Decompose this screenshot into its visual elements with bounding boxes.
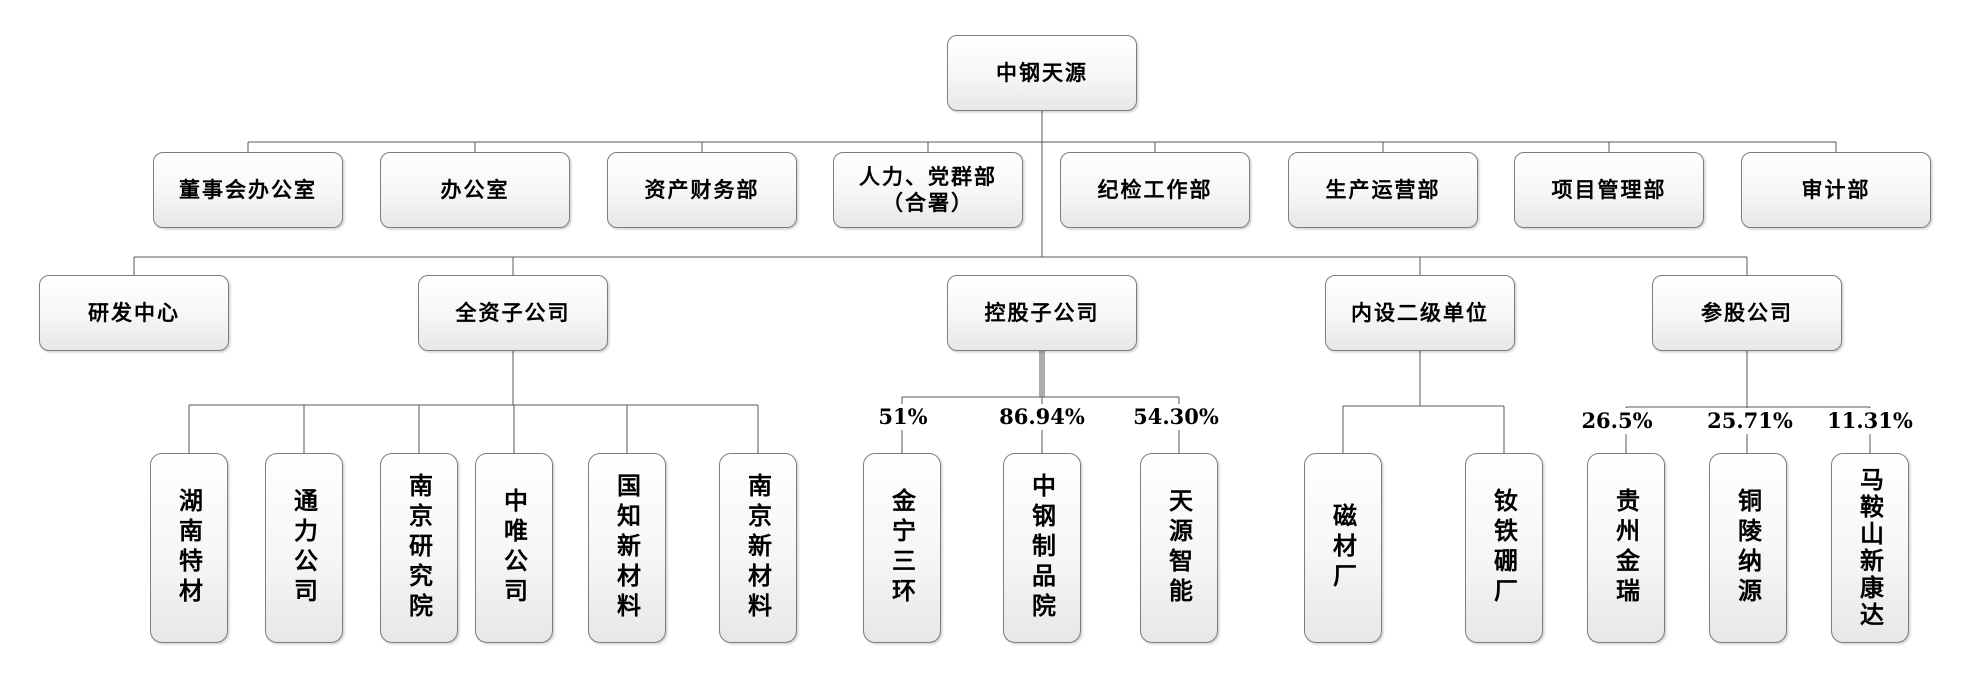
node-label: 国知新材料: [612, 473, 642, 623]
node-label: 审计部: [1801, 176, 1871, 202]
node-tongling-nayuan: 铜陵纳源: [1709, 453, 1787, 643]
node-project-management-dept: 项目管理部: [1514, 152, 1704, 228]
node-label: 参股公司: [1701, 299, 1793, 325]
node-label: 人力、党群部 （合署）: [859, 163, 997, 215]
node-label: 中钢天源: [996, 59, 1088, 85]
node-jinning-sanhuan: 金宁三环: [863, 453, 941, 643]
node-zhongwei-company: 中唯公司: [475, 453, 553, 643]
node-maanshan-xinkangda: 马鞍山新康达: [1831, 453, 1909, 643]
share-label-sinosteel-products-institute: 86.94%: [982, 404, 1102, 430]
node-label: 南京新材料: [743, 473, 773, 623]
node-asset-finance-dept: 资产财务部: [607, 152, 797, 228]
node-label: 生产运营部: [1325, 176, 1441, 202]
node-production-operation-dept: 生产运营部: [1288, 152, 1478, 228]
node-label: 项目管理部: [1551, 176, 1667, 202]
node-label: 资产财务部: [644, 176, 760, 202]
node-tianyuan-intelligent: 天源智能: [1140, 453, 1218, 643]
share-label-guizhou-jinrui: 26.5%: [1557, 408, 1677, 434]
node-label: 内设二级单位: [1351, 299, 1489, 325]
node-ndfeb-factory: 钕铁硼厂: [1465, 453, 1543, 643]
node-label: 中钢制品院: [1027, 473, 1057, 623]
node-equity-participation-companies: 参股公司: [1652, 275, 1842, 351]
node-magnetic-materials-factory: 磁材厂: [1304, 453, 1382, 643]
node-sinosteel-products-institute: 中钢制品院: [1003, 453, 1081, 643]
node-hr-party-dept: 人力、党群部 （合署）: [833, 152, 1023, 228]
share-label-tongling-nayuan: 25.71%: [1690, 408, 1810, 434]
share-label-maanshan-xinkangda: 11.31%: [1810, 408, 1930, 434]
node-label: 铜陵纳源: [1733, 488, 1763, 608]
node-nanjing-new-materials: 南京新材料: [719, 453, 797, 643]
node-rd-center: 研发中心: [39, 275, 229, 351]
node-label: 全资子公司: [455, 299, 571, 325]
node-label: 控股子公司: [984, 299, 1100, 325]
node-label: 中唯公司: [499, 488, 529, 608]
node-label: 董事会办公室: [179, 176, 317, 202]
node-label: 通力公司: [289, 488, 319, 608]
node-label: 南京研究院: [404, 473, 434, 623]
node-sinosteel-tianyuan: 中钢天源: [947, 35, 1137, 111]
node-board-office: 董事会办公室: [153, 152, 343, 228]
node-label: 研发中心: [88, 299, 180, 325]
node-label: 金宁三环: [887, 488, 917, 608]
node-audit-dept: 审计部: [1741, 152, 1931, 228]
node-label: 纪检工作部: [1097, 176, 1213, 202]
node-guozhi-new-materials: 国知新材料: [588, 453, 666, 643]
node-nanjing-research-institute: 南京研究院: [380, 453, 458, 643]
node-label: 磁材厂: [1328, 503, 1358, 593]
node-tongli-company: 通力公司: [265, 453, 343, 643]
node-internal-secondary-units: 内设二级单位: [1325, 275, 1515, 351]
node-hunan-special-materials: 湖南特材: [150, 453, 228, 643]
node-label: 湖南特材: [174, 488, 204, 608]
share-label-tianyuan-intelligent: 54.30%: [1116, 404, 1236, 430]
node-guizhou-jinrui: 贵州金瑞: [1587, 453, 1665, 643]
node-wholly-owned-subsidiaries: 全资子公司: [418, 275, 608, 351]
node-label: 马鞍山新康达: [1855, 467, 1885, 629]
node-holding-subsidiaries: 控股子公司: [947, 275, 1137, 351]
node-label: 天源智能: [1164, 488, 1194, 608]
node-general-office: 办公室: [380, 152, 570, 228]
node-label: 办公室: [440, 176, 510, 202]
share-label-jinning-sanhuan: 51%: [843, 404, 963, 430]
node-discipline-inspection-dept: 纪检工作部: [1060, 152, 1250, 228]
node-label: 钕铁硼厂: [1489, 488, 1519, 608]
node-label: 贵州金瑞: [1611, 488, 1641, 608]
